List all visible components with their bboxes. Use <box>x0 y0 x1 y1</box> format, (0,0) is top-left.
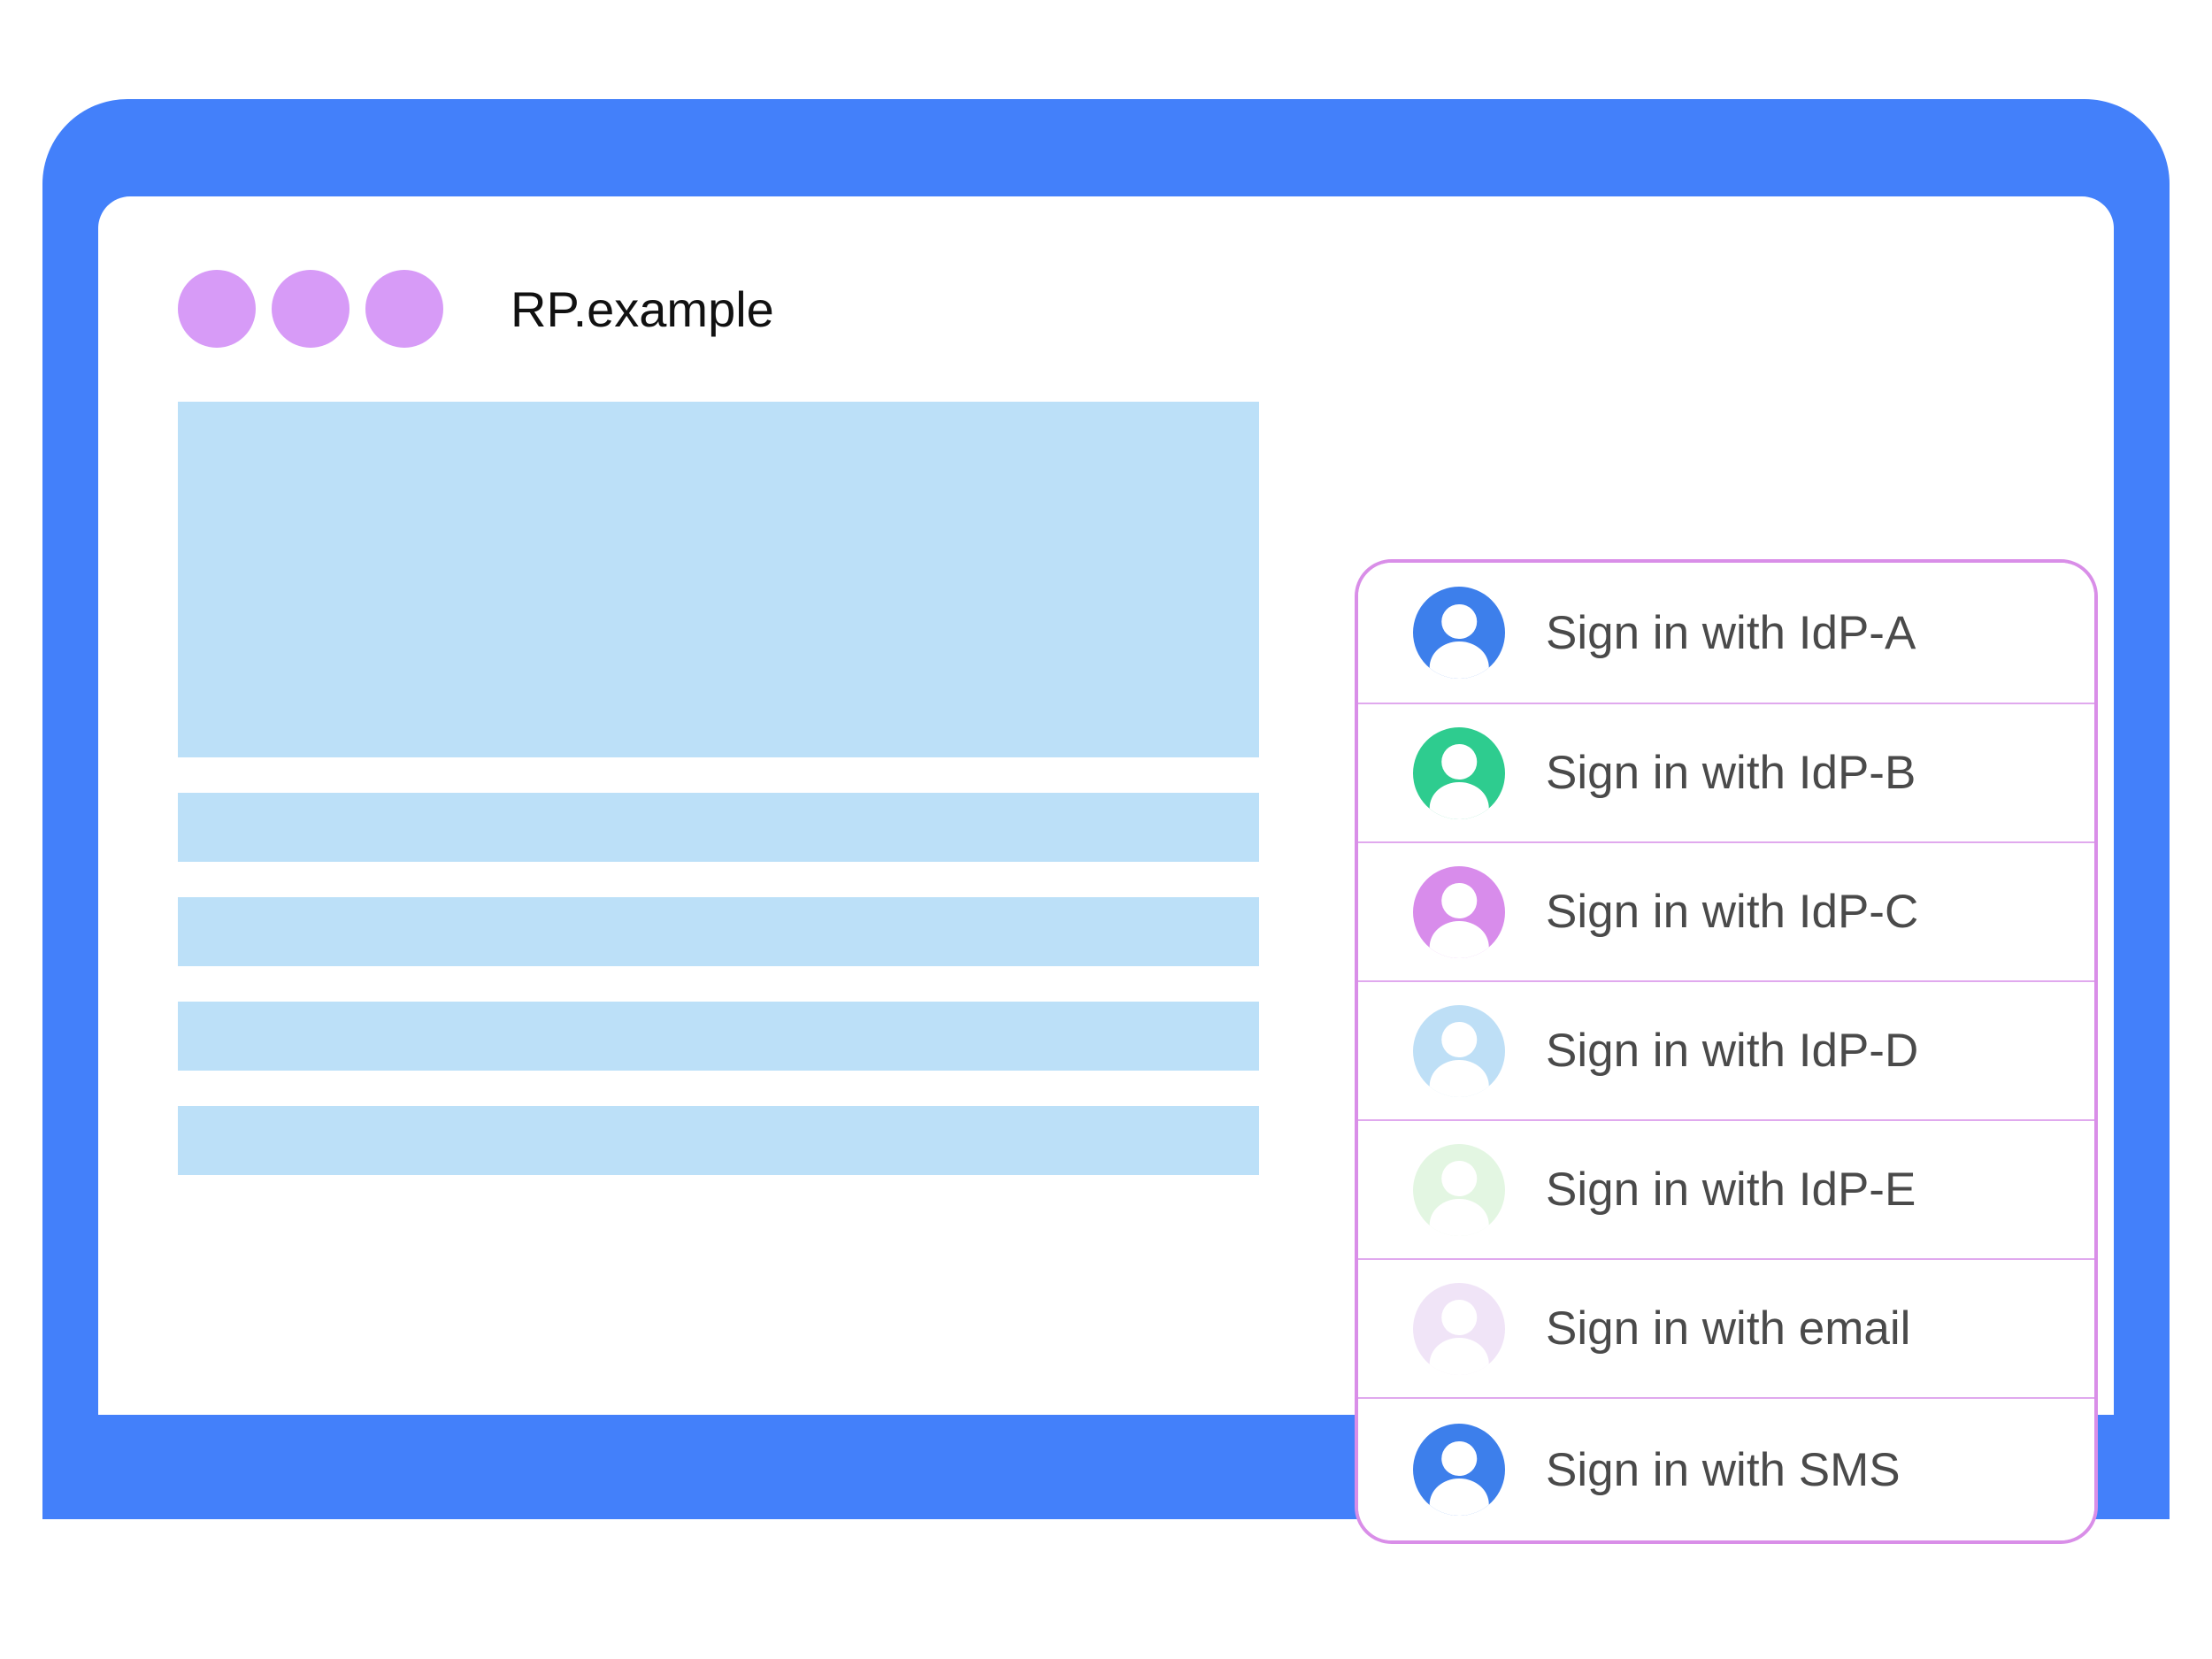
account-avatar-icon <box>1413 1424 1505 1516</box>
signin-option-sms[interactable]: Sign in with SMS <box>1358 1399 2094 1540</box>
account-avatar-icon <box>1413 1143 1505 1236</box>
text-line-placeholder-1 <box>178 793 1259 862</box>
account-avatar-icon <box>1413 587 1505 679</box>
device-frame: RP.example Sign in with IdP-A Sign i <box>42 99 2170 1559</box>
hero-placeholder <box>178 402 1259 757</box>
signin-option-label: Sign in with IdP-E <box>1546 1164 1916 1216</box>
signin-option-label: Sign in with IdP-A <box>1546 606 1916 659</box>
signin-option-label: Sign in with SMS <box>1546 1443 1901 1496</box>
text-line-placeholder-2 <box>178 897 1259 966</box>
signin-option-label: Sign in with IdP-B <box>1546 747 1916 799</box>
account-avatar-icon <box>1413 1282 1505 1375</box>
signin-option-idp-b[interactable]: Sign in with IdP-B <box>1358 704 2094 843</box>
signin-option-idp-c[interactable]: Sign in with IdP-C <box>1358 843 2094 982</box>
page-title: RP.example <box>511 280 774 337</box>
page-content-placeholders <box>178 402 1259 1210</box>
signin-option-idp-a[interactable]: Sign in with IdP-A <box>1358 563 2094 704</box>
text-line-placeholder-4 <box>178 1106 1259 1175</box>
device-bezel-bottom-left <box>42 1415 1541 1519</box>
signin-option-label: Sign in with IdP-D <box>1546 1025 1919 1077</box>
account-avatar-icon <box>1413 1004 1505 1097</box>
browser-titlebar: RP.example <box>178 260 774 357</box>
signin-option-idp-e[interactable]: Sign in with IdP-E <box>1358 1121 2094 1260</box>
signin-option-email[interactable]: Sign in with email <box>1358 1260 2094 1399</box>
signin-option-label: Sign in with email <box>1546 1302 1911 1355</box>
signin-option-idp-d[interactable]: Sign in with IdP-D <box>1358 982 2094 1121</box>
browser-screen: RP.example Sign in with IdP-A Sign i <box>98 196 2114 1544</box>
account-avatar-icon <box>1413 726 1505 819</box>
signin-option-label: Sign in with IdP-C <box>1546 886 1919 938</box>
text-line-placeholder-3 <box>178 1002 1259 1071</box>
window-dot-3[interactable] <box>365 270 443 348</box>
signin-account-chooser: Sign in with IdP-A Sign in with IdP-B Si… <box>1355 559 2098 1544</box>
window-dot-2[interactable] <box>272 270 349 348</box>
account-avatar-icon <box>1413 865 1505 958</box>
window-dot-1[interactable] <box>178 270 256 348</box>
